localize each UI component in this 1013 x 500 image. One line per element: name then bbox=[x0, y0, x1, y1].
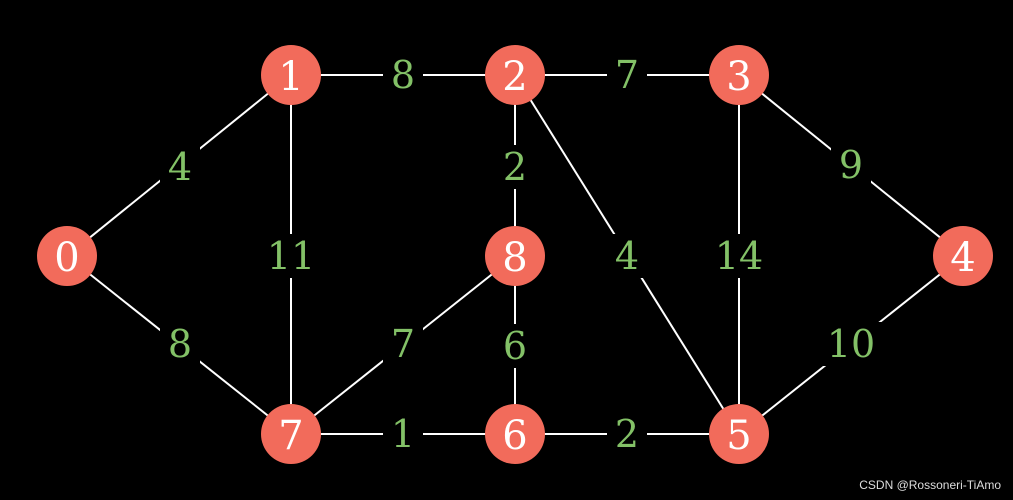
node-label-1: 1 bbox=[278, 54, 303, 100]
node-circle-5 bbox=[709, 404, 769, 464]
edge-weight-bg-1-7 bbox=[260, 234, 322, 278]
edge-weight-bg-4-5 bbox=[820, 322, 882, 366]
node-label-8: 8 bbox=[502, 235, 527, 281]
node-circle-6 bbox=[485, 404, 545, 464]
edge-weight-bg-0-7 bbox=[160, 322, 200, 366]
edge-weight-2-3: 7 bbox=[615, 53, 639, 97]
node-label-2: 2 bbox=[502, 54, 527, 100]
edge-weight-bg-7-8 bbox=[383, 322, 423, 366]
node-3: 3 bbox=[709, 45, 769, 105]
edge-weight-bg-0-1 bbox=[160, 145, 200, 189]
edge-weight-1-2: 8 bbox=[391, 53, 415, 97]
node-circle-3 bbox=[709, 45, 769, 105]
node-5: 5 bbox=[709, 404, 769, 464]
node-label-5: 5 bbox=[726, 413, 751, 459]
node-circle-7 bbox=[261, 404, 321, 464]
node-label-3: 3 bbox=[726, 54, 751, 100]
edge-weight-5-6: 2 bbox=[615, 412, 639, 456]
node-label-7: 7 bbox=[278, 413, 303, 459]
node-4: 4 bbox=[933, 226, 993, 286]
node-label-0: 0 bbox=[54, 235, 79, 281]
node-6: 6 bbox=[485, 404, 545, 464]
edge-weight-4-5: 10 bbox=[827, 322, 875, 366]
edge-weight-0-7: 8 bbox=[168, 322, 192, 366]
edge-weight-1-7: 11 bbox=[267, 234, 315, 278]
edge-weight-2-5: 4 bbox=[615, 234, 639, 278]
node-circle-4 bbox=[933, 226, 993, 286]
edge-weight-bg-6-7 bbox=[383, 412, 423, 456]
node-circle-0 bbox=[37, 226, 97, 286]
node-circle-1 bbox=[261, 45, 321, 105]
edge-weight-3-5: 14 bbox=[715, 234, 763, 278]
edge-weight-6-7: 1 bbox=[391, 412, 415, 456]
edge-weight-bg-3-4 bbox=[831, 143, 871, 187]
node-label-6: 6 bbox=[502, 413, 527, 459]
edge-weight-bg-2-8 bbox=[495, 145, 535, 189]
edge-weight-bg-2-5 bbox=[607, 234, 647, 278]
edge-weight-2-8: 2 bbox=[503, 145, 527, 189]
node-8: 8 bbox=[485, 226, 545, 286]
node-circle-8 bbox=[485, 226, 545, 286]
edge-weight-0-1: 4 bbox=[168, 145, 192, 189]
edge-weight-7-8: 7 bbox=[391, 322, 415, 366]
edge-weight-bg-6-8 bbox=[495, 324, 535, 368]
edge-weight-3-4: 9 bbox=[839, 143, 863, 187]
node-7: 7 bbox=[261, 404, 321, 464]
node-0: 0 bbox=[37, 226, 97, 286]
weights-layer: 4 8 8 11 7 2 4 9 14 10 2 1 6 7 bbox=[160, 53, 882, 456]
edge-weight-bg-3-5 bbox=[708, 234, 770, 278]
node-circle-2 bbox=[485, 45, 545, 105]
edge-weight-bg-1-2 bbox=[383, 53, 423, 97]
edge-weight-bg-2-3 bbox=[607, 53, 647, 97]
node-2: 2 bbox=[485, 45, 545, 105]
node-label-4: 4 bbox=[950, 235, 975, 281]
nodes-layer: 0 1 2 3 4 5 6 7 8 bbox=[37, 45, 993, 464]
watermark: CSDN @Rossoneri-TiAmo bbox=[859, 478, 1001, 492]
edge-weight-bg-5-6 bbox=[607, 412, 647, 456]
edge-weight-6-8: 6 bbox=[503, 324, 527, 368]
node-1: 1 bbox=[261, 45, 321, 105]
